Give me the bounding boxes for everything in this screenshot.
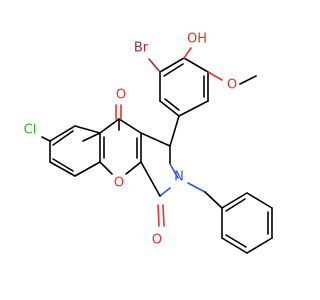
bond [157,204,160,227]
atom-o-top: O [116,88,126,103]
bond [239,75,257,85]
bond [52,130,74,146]
bond [187,182,206,193]
bond [125,161,142,175]
bond [225,234,247,248]
bond [169,163,179,179]
bonds [41,47,273,254]
bond [52,158,74,172]
bond [221,192,248,209]
bond [49,125,76,142]
bond [82,132,101,142]
bond [225,198,246,212]
bond [183,47,192,59]
bond [74,161,101,177]
bond [207,71,223,81]
bond [140,132,171,147]
bond [49,161,76,177]
bond [74,125,101,134]
atom-o-right: O [152,233,162,248]
bond [99,161,113,175]
bond [169,115,180,147]
atom-labels: O O N O Cl Br OH O [24,32,237,248]
atom-br: Br [134,41,149,56]
bond [246,237,273,254]
bond [246,192,273,209]
bond [99,118,120,134]
atom-oh: OH [187,32,207,47]
atom-o-ring: O [114,176,124,191]
bond [159,100,180,117]
molecule-svg: O O N O Cl Br OH O [24,32,273,254]
bond [148,58,161,73]
bond [118,118,142,134]
atom-cl: Cl [24,123,37,138]
bond [183,57,209,73]
bond [159,57,185,73]
atom-o-methoxy: O [227,78,237,93]
bond [204,191,223,209]
bond [41,136,51,142]
bond [221,237,248,254]
atom-n: N [174,170,184,185]
molecule-structure-diagram: O O N O Cl Br OH O [24,32,273,254]
bond [164,98,180,111]
bond [140,161,161,197]
bond [178,100,209,117]
bond [162,204,165,227]
bond [159,187,171,197]
bond [163,63,184,77]
